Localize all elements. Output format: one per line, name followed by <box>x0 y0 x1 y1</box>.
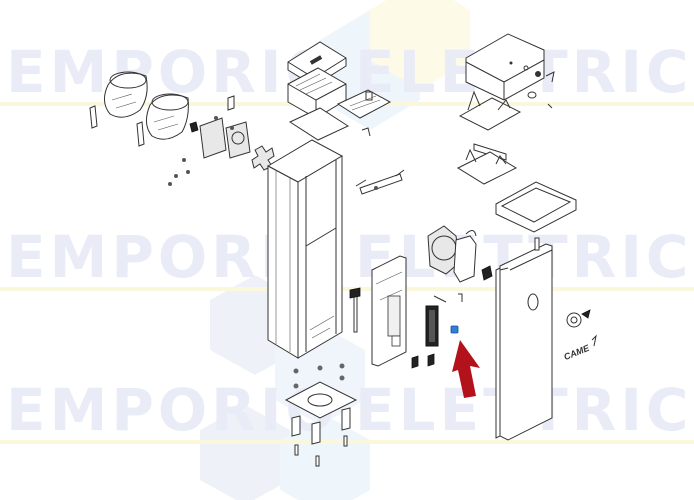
control-board <box>336 89 392 137</box>
boom-holder-left <box>89 71 189 147</box>
lower-bracket <box>456 143 518 185</box>
control-box-mount <box>288 107 350 141</box>
anchor-plate <box>284 363 358 419</box>
support-bar <box>355 169 405 195</box>
svg-text:CAME: CAME <box>562 342 591 362</box>
cabinet-column <box>266 139 344 359</box>
motor-cover <box>465 33 555 109</box>
cabinet-top-frame <box>495 181 577 233</box>
electronics-plate <box>371 255 435 369</box>
anchor-bolts <box>291 407 351 467</box>
spring-bracket <box>168 95 251 186</box>
highlighted-part[interactable] <box>450 325 459 334</box>
gear-motor <box>427 225 493 302</box>
anchor-rod <box>349 287 361 333</box>
watermark-left: EMPORIO <box>6 376 339 444</box>
lock-cylinder <box>566 309 591 328</box>
capacitor <box>425 295 447 347</box>
came-logo-decal: CAME <box>562 334 597 362</box>
red-arrow-indicator <box>452 340 480 398</box>
watermark-left: EMPORIO <box>6 38 339 106</box>
front-door-panel <box>495 237 553 441</box>
motor-bracket <box>458 90 522 131</box>
